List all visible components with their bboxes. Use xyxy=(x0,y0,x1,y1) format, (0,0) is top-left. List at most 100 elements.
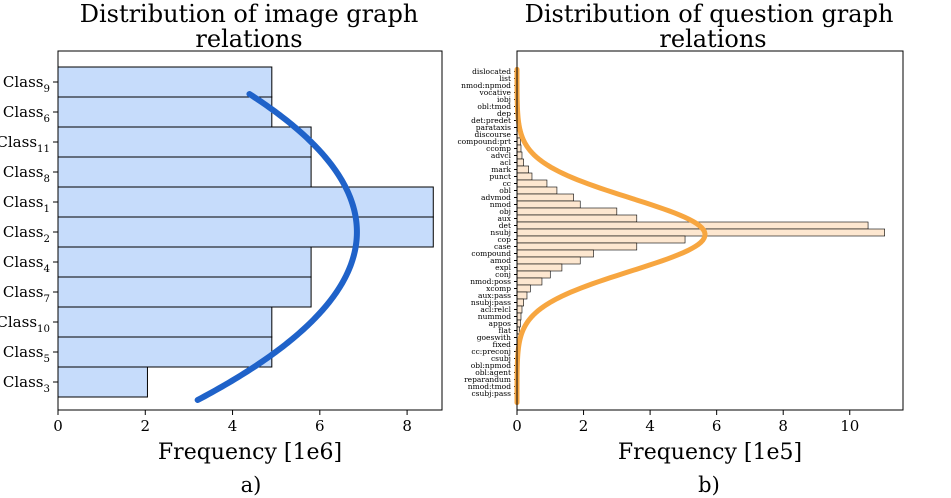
chart-b-fit-curve xyxy=(514,66,708,406)
chart-b-category-label: vocative xyxy=(478,88,511,97)
chart-b-category-label: parataxis xyxy=(476,123,511,132)
chart-a-x-tick-label: 4 xyxy=(228,417,238,435)
chart-b-category-label: dislocated xyxy=(472,67,511,76)
chart-a-bar xyxy=(57,186,434,218)
chart-b-bar xyxy=(516,270,551,279)
chart-b-category-label: csubj xyxy=(491,354,511,363)
chart-a-category-label: Class9 xyxy=(3,73,50,95)
chart-b-category-label: nmod:poss xyxy=(470,277,511,286)
chart-b-category-label: cc xyxy=(503,179,511,188)
chart-b-x-axis-label: Frequency [1e5] xyxy=(618,440,802,465)
chart-a: Distribution of image graph relations Cl… xyxy=(0,0,443,497)
chart-a-category-label: Class8 xyxy=(3,163,50,185)
chart-a-panel-label: a) xyxy=(241,473,262,497)
chart-a-category-label: Class7 xyxy=(3,283,50,305)
chart-a-category-label: Class11 xyxy=(0,133,50,155)
chart-b-category-label: obl xyxy=(499,186,511,195)
chart-a-bar xyxy=(57,126,312,158)
chart-b-category-label: expl xyxy=(495,263,511,272)
chart-b-category-label: det xyxy=(499,221,511,230)
chart-a-fit-curve xyxy=(194,91,360,403)
chart-b-bar xyxy=(516,249,594,258)
chart-b-category-label: aux:pass xyxy=(478,291,511,300)
chart-a-x-tick-label: 0 xyxy=(53,417,63,435)
chart-b-category-label: amod xyxy=(490,256,511,265)
chart-b-category-label: mark xyxy=(491,165,511,174)
chart-b-category-labels: dislocatedlistnmod:npmodvocativeiobjobl:… xyxy=(457,67,517,398)
chart-b-category-label: csubj:pass xyxy=(471,389,511,398)
chart-b-category-label: aux xyxy=(497,214,511,223)
chart-b-bar xyxy=(516,298,524,307)
chart-a-bars xyxy=(57,66,434,398)
chart-a-bar xyxy=(57,366,148,398)
chart-b-bar xyxy=(516,277,543,286)
chart-a-bar xyxy=(57,306,273,338)
chart-b-bars xyxy=(516,67,885,398)
chart-b-category-label: dep xyxy=(497,109,511,118)
chart-b: Distribution of question graph relations… xyxy=(457,0,904,497)
chart-a-bar xyxy=(57,96,273,128)
chart-b-x-tick-label: 4 xyxy=(645,417,655,435)
chart-b-x-tick-label: 6 xyxy=(712,417,722,435)
chart-b-bar xyxy=(516,214,638,223)
chart-b-category-label: flat xyxy=(499,326,512,335)
chart-a-category-label: Class10 xyxy=(0,313,50,335)
chart-b-category-label: xcomp xyxy=(486,284,511,293)
chart-a-x-tick-label: 8 xyxy=(402,417,412,435)
chart-b-title-line2: relations xyxy=(659,25,766,53)
chart-b-category-label: reparandum xyxy=(464,375,511,384)
chart-b-title-line1: Distribution of question graph xyxy=(525,0,894,28)
chart-a-category-label: Class1 xyxy=(3,193,50,215)
chart-a-bar xyxy=(57,276,312,308)
chart-b-bar xyxy=(516,235,686,244)
chart-b-category-label: ccomp xyxy=(486,144,511,153)
chart-b-category-label: appos xyxy=(489,319,512,328)
chart-b-category-label: nmod xyxy=(490,200,511,209)
chart-a-bar xyxy=(57,336,273,368)
chart-b-category-label: punct xyxy=(489,172,511,181)
chart-a-bar xyxy=(57,156,312,188)
chart-b-bar xyxy=(516,291,528,300)
chart-a-bar xyxy=(57,246,312,278)
chart-b-category-label: compound xyxy=(471,249,511,258)
chart-b-category-label: goeswith xyxy=(477,333,511,342)
chart-b-category-label: fixed xyxy=(493,340,512,349)
chart-b-category-label: advmod xyxy=(481,193,511,202)
chart-a-x-tick-label: 6 xyxy=(315,417,325,435)
chart-b-bar xyxy=(516,263,563,272)
chart-b-bar xyxy=(516,158,524,167)
chart-a-category-labels: Class9Class6Class11Class8Class1Class2Cla… xyxy=(0,73,58,395)
chart-a-x-tick-label: 2 xyxy=(140,417,150,435)
chart-b-bar xyxy=(516,312,522,321)
chart-b-bar xyxy=(516,207,618,216)
chart-b-bar xyxy=(516,165,529,174)
chart-b-bar xyxy=(516,242,638,251)
chart-b-category-label: cop xyxy=(497,235,511,244)
chart-b-bar xyxy=(516,256,581,265)
chart-b-bar xyxy=(516,186,558,195)
chart-b-bar xyxy=(516,193,574,202)
chart-b-category-label: nmod:tmod xyxy=(468,382,511,391)
chart-b-x-tick-label: 10 xyxy=(840,417,859,435)
chart-b-category-label: acl xyxy=(500,158,512,167)
chart-b-category-label: obl:tmod xyxy=(477,102,511,111)
chart-b-x-tick-label: 0 xyxy=(512,417,522,435)
chart-b-bar xyxy=(516,144,522,153)
chart-b-bar xyxy=(516,151,523,160)
chart-a-bar xyxy=(57,216,434,248)
chart-a-category-label: Class4 xyxy=(3,253,50,275)
chart-b-category-label: discourse xyxy=(475,130,512,139)
chart-a-category-label: Class5 xyxy=(3,343,50,365)
chart-b-category-label: nmod:npmod xyxy=(461,81,511,90)
chart-b-category-label: obj xyxy=(499,207,511,216)
chart-a-plot-frame xyxy=(57,50,443,411)
chart-a-x-ticks: 0 2 4 6 8 xyxy=(53,410,412,435)
chart-a-category-label: Class6 xyxy=(3,103,50,125)
chart-b-bar xyxy=(516,172,533,181)
chart-b-category-label: conj xyxy=(495,270,511,279)
chart-b-x-tick-label: 2 xyxy=(579,417,589,435)
chart-a-title-line2: relations xyxy=(195,25,302,53)
chart-b-bar xyxy=(516,179,548,188)
